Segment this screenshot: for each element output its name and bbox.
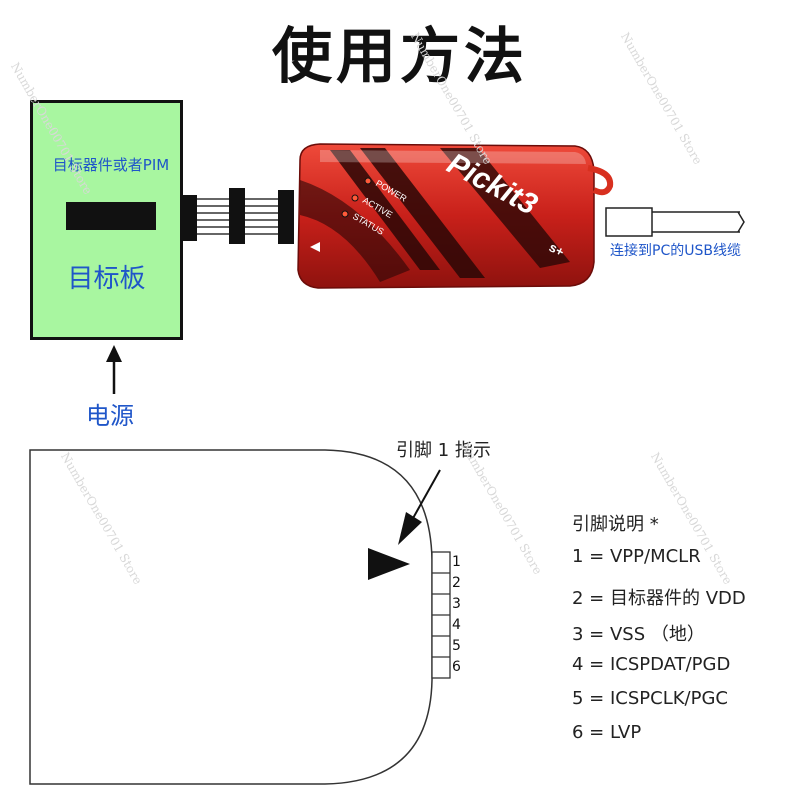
power-arrow <box>106 345 122 394</box>
power-label: 电源 <box>86 402 134 430</box>
legend-title: 引脚说明 * <box>572 514 659 535</box>
pin1-indicator-label: 引脚 1 指示 <box>396 440 491 461</box>
legend-item: 4 = ICSPDAT/PGD <box>572 654 731 675</box>
legend-item: 5 = ICSPCLK/PGC <box>572 688 728 709</box>
page-title: 使用方法 <box>272 22 528 92</box>
pin-number: 6 <box>452 659 461 675</box>
board-label: 目标板 <box>67 264 146 294</box>
usb-cable-label: 连接到PC的USB线缆 <box>610 243 741 259</box>
pickit3-device <box>297 143 614 289</box>
legend-item: 3 = VSS （地） <box>572 624 705 645</box>
device-brand-suffix: s+ <box>547 239 567 259</box>
legend-item: 2 = 目标器件的 VDD <box>572 588 746 609</box>
target-device-label: 目标器件或者PIM <box>52 156 170 174</box>
pin1-indicator-arrow <box>398 469 441 545</box>
usb-cable <box>605 207 745 237</box>
board-header <box>183 195 197 241</box>
programmer-connector <box>278 190 294 244</box>
pin-number: 2 <box>452 575 461 591</box>
pin-number: 4 <box>452 617 461 633</box>
pin1-marker <box>368 548 410 580</box>
pin-socket <box>229 188 245 244</box>
legend-item: 6 = LVP <box>572 722 642 743</box>
pin-slots <box>431 551 451 679</box>
connector-outline <box>29 449 433 785</box>
target-chip <box>66 202 156 230</box>
pin-number: 3 <box>452 596 461 612</box>
pin-number: 1 <box>452 554 461 570</box>
pin-number: 5 <box>452 638 461 654</box>
legend-item: 1 = VPP/MCLR <box>572 546 701 567</box>
